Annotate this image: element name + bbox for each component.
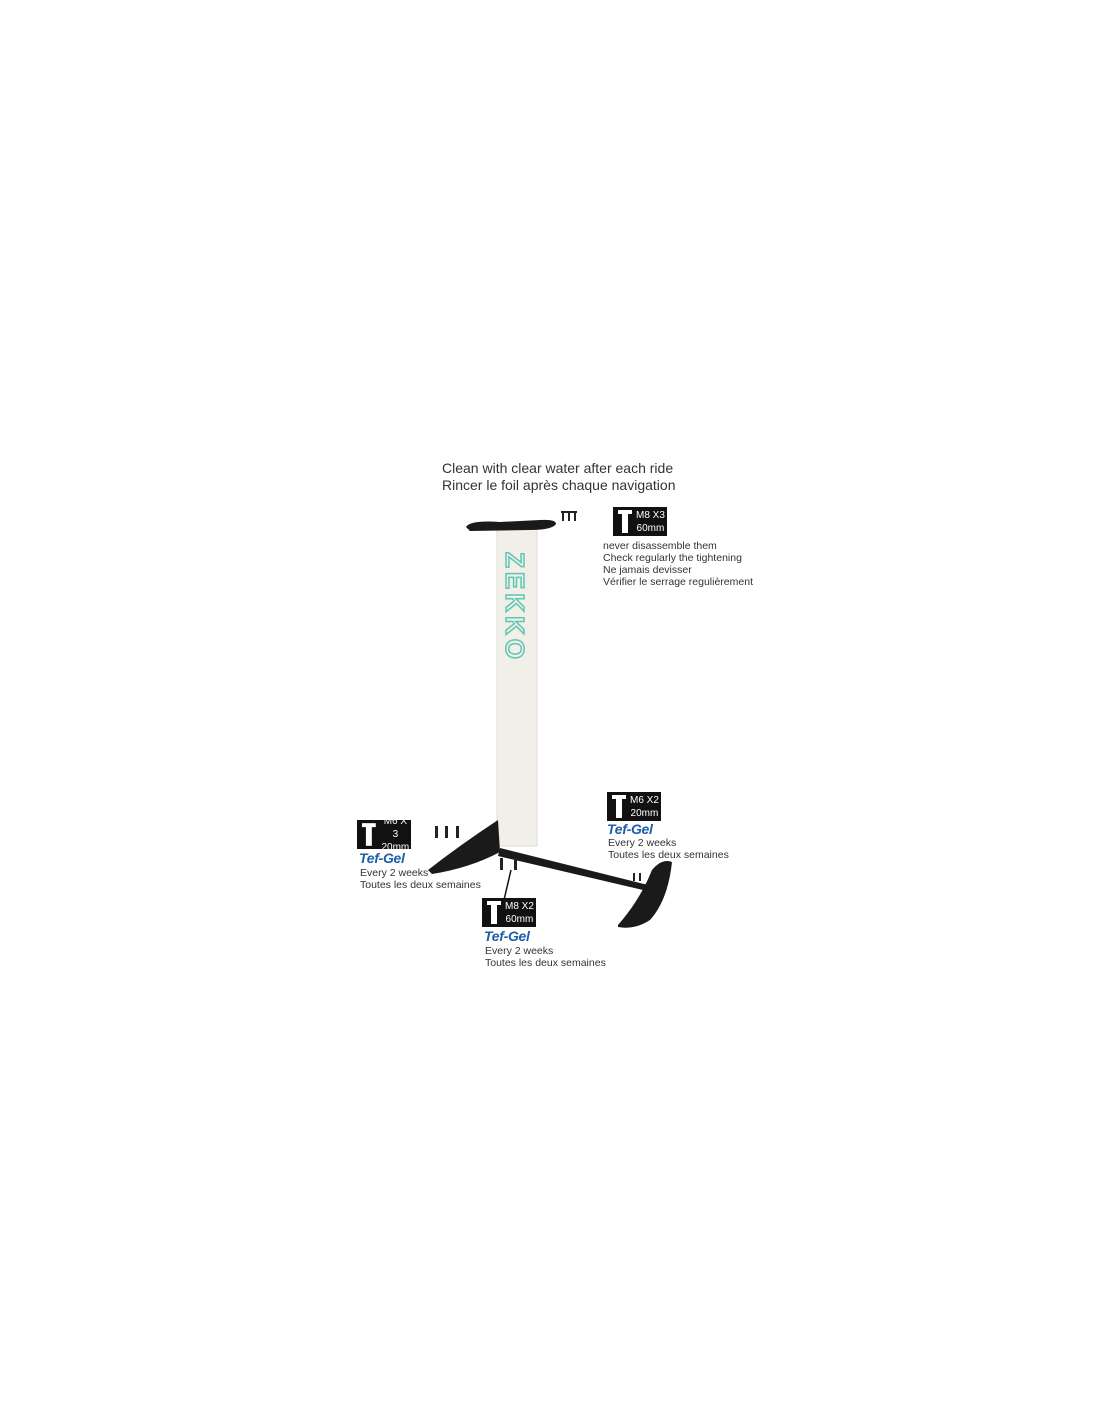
instruction-en: Clean with clear water after each ride	[442, 460, 674, 476]
front-wing	[428, 820, 500, 874]
care-instructions: Clean with clear water after each ride R…	[442, 460, 675, 494]
screw-icon	[618, 510, 632, 533]
tefgel-label: Tef-Gel	[484, 928, 530, 944]
instruction-fr: Rincer le foil après chaque navigation	[442, 477, 676, 493]
screw-icon	[487, 901, 501, 924]
mast-top-plate	[466, 519, 556, 531]
mast	[496, 527, 538, 847]
fuselage	[498, 848, 660, 894]
screw-icons	[435, 511, 641, 881]
tefgel-label: Tef-Gel	[607, 821, 653, 837]
screw-icon	[361, 823, 376, 846]
mast-logo: ZEKKO	[500, 552, 530, 663]
tefgel-label: Tef-Gel	[359, 850, 405, 866]
screw-icon	[612, 795, 626, 818]
rear-wing	[618, 861, 672, 928]
